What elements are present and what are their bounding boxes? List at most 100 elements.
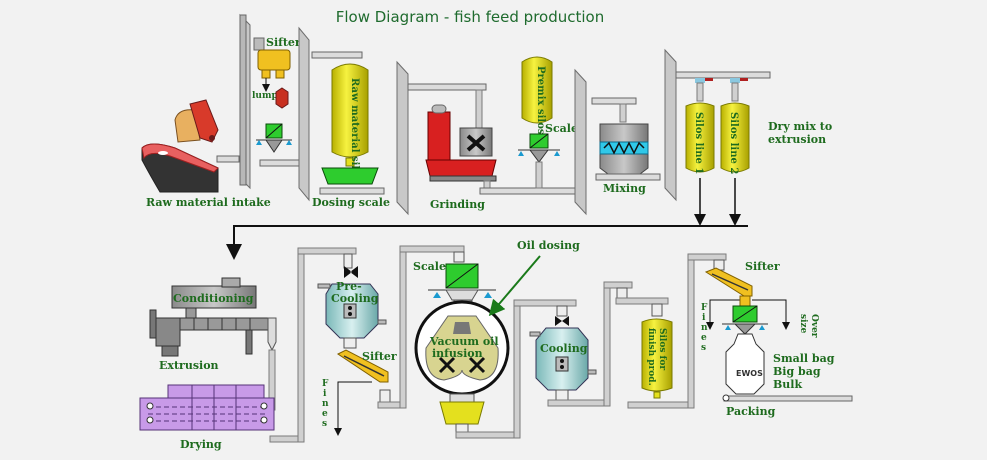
cyclone-icon <box>267 317 277 411</box>
oversize-arrow <box>752 299 790 330</box>
label-oil-dosing: Oil dosing <box>517 239 580 252</box>
bag-brand-label: EWOS <box>736 369 763 378</box>
label-mixing: Mixing <box>603 182 646 195</box>
pipe <box>687 253 727 261</box>
diagram-title: Flow Diagram - fish feed production <box>336 8 604 26</box>
fines-arrow <box>334 381 372 436</box>
ship-icon <box>141 143 219 193</box>
pipe <box>556 305 568 317</box>
label-scale-1: Scale <box>545 122 578 135</box>
scale-icon <box>256 123 292 153</box>
label-cooling: Cooling <box>540 342 588 355</box>
conveyor <box>479 187 577 195</box>
label-sifter-2: Sifter <box>362 350 397 363</box>
raw-material-silo <box>331 63 369 167</box>
pipe <box>731 82 739 102</box>
pipe <box>603 281 633 289</box>
label-conditioning: Conditioning <box>173 292 254 305</box>
label-raw-silos: Raw material silos <box>349 78 360 182</box>
pipe <box>603 281 611 407</box>
pipe <box>696 82 704 102</box>
bucket-elevator <box>239 13 251 190</box>
bag-icon: EWOS <box>725 333 765 395</box>
magnet-separator-icon <box>275 87 289 109</box>
label-over-size-line1: Over <box>809 314 819 338</box>
label-drying: Drying <box>180 438 222 451</box>
label-sifter-1: Sifter <box>266 36 301 49</box>
label-scale-2: Scale <box>413 260 446 273</box>
pipe <box>619 103 627 123</box>
sifter-icon <box>253 37 291 92</box>
pipe <box>616 287 628 299</box>
pipe <box>651 303 663 317</box>
conveyor <box>216 155 240 163</box>
pipe <box>379 389 391 403</box>
mixer-icon <box>599 123 649 175</box>
label-premix-silos: Premix silos <box>535 66 546 135</box>
bucket-elevator <box>664 48 677 202</box>
excavator-bucket-icon <box>174 99 219 143</box>
label-vacuum-line1: Vacuum oil <box>429 335 499 348</box>
pipe <box>399 245 465 253</box>
label-vacuum-line2: infusion <box>432 347 483 360</box>
conveyor <box>723 395 853 402</box>
pipe <box>687 253 695 409</box>
conveyor <box>407 83 487 91</box>
bucket-elevator <box>396 60 409 216</box>
pipe <box>455 431 521 439</box>
label-pre-cooling-line1: Pre- <box>336 280 362 293</box>
hammer-mill-icon <box>425 104 497 182</box>
bucket-elevator <box>574 68 587 216</box>
pipe <box>513 299 577 307</box>
pipe <box>615 297 669 305</box>
packing-option-big-bag: Big bag <box>773 365 821 378</box>
label-extrusion: Extrusion <box>159 359 219 372</box>
label-finish-silos-line2: finish prod. <box>646 328 656 386</box>
finish-product-silo <box>641 318 673 392</box>
oil-dosing-arrow <box>488 255 541 317</box>
label-dry-mix-line1: Dry mix to <box>768 120 832 133</box>
label-packing: Packing <box>726 405 776 418</box>
label-finish-silos-line1: Silos for <box>657 328 667 370</box>
pipe <box>475 89 483 131</box>
label-lumps: lumps <box>252 91 283 101</box>
label-grinding: Grinding <box>430 198 485 211</box>
label-dosing-scale: Dosing scale <box>312 196 390 209</box>
conveyor <box>319 187 385 195</box>
extruder-icon <box>149 277 271 357</box>
label-silos-line-1: Silos line 1 <box>693 112 704 174</box>
label-sifter-3: Sifter <box>745 260 780 273</box>
dosing-scale-hopper <box>321 167 379 185</box>
bucket-elevator <box>298 26 310 202</box>
pipe <box>297 247 305 443</box>
vacuum-coater-icon <box>414 300 510 433</box>
conveyor <box>259 159 301 167</box>
dryer-icon <box>139 384 275 431</box>
label-pre-cooling-line2: Cooling <box>331 292 379 305</box>
pipe <box>399 245 407 409</box>
label-dry-mix-line2: extrusion <box>768 133 826 146</box>
conveyor <box>311 51 363 59</box>
pipe <box>547 399 611 407</box>
pipe <box>343 253 353 269</box>
scale-icon <box>518 133 560 189</box>
cooler-icon <box>529 316 597 401</box>
conveyor <box>595 173 661 181</box>
packing-option-small-bag: Small bag <box>773 352 835 365</box>
label-over-size-line2: size <box>798 314 808 334</box>
pipe <box>513 301 521 439</box>
fines-arrow <box>706 299 740 330</box>
scale-icon <box>722 295 768 335</box>
silo-line-1 <box>685 102 715 173</box>
main-flow-connector <box>226 225 748 260</box>
pipe <box>627 401 695 409</box>
packing-option-bulk: Bulk <box>773 378 802 391</box>
label-silos-line-2: Silos line 2 <box>728 112 739 174</box>
pipe <box>297 247 357 255</box>
label-raw-intake: Raw material intake <box>146 196 271 209</box>
conveyor <box>591 97 637 105</box>
premix-silo <box>521 56 553 124</box>
